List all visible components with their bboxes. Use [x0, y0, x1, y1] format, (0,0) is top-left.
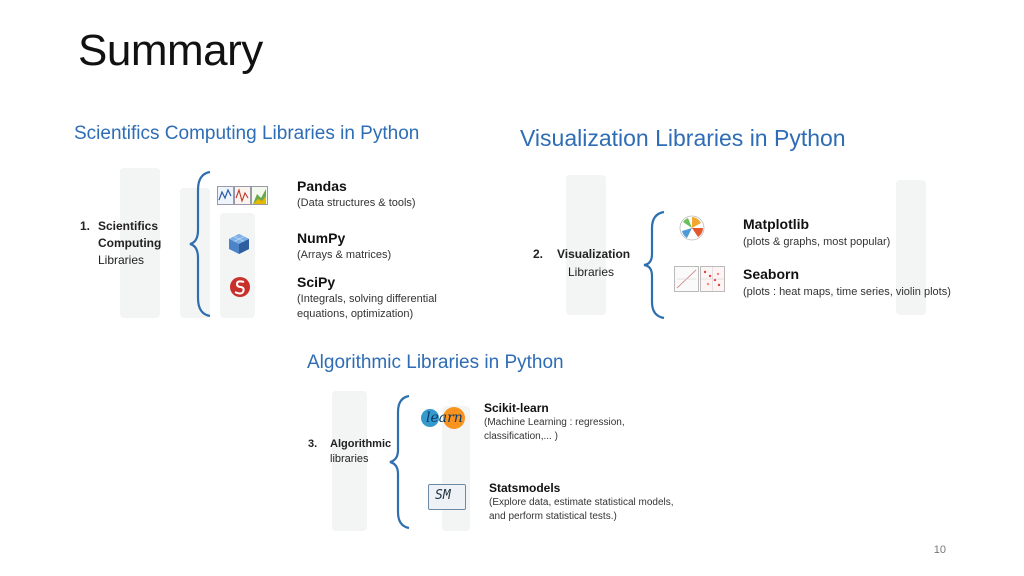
library-description: (plots : heat maps, time series, violin … [743, 286, 951, 298]
panel-heading: Scientifics Computing Libraries in Pytho… [74, 123, 420, 144]
sm-logo-icon: SM [428, 484, 466, 510]
library-description: (Machine Learning : regression, classifi… [484, 417, 625, 442]
category-line: Scientifics [98, 219, 159, 233]
cube-icon [229, 234, 249, 254]
algorithmic-panel: Algorithmic Libraries in Python 3. Algor… [302, 346, 676, 534]
library-name: NumPy [297, 230, 346, 246]
scatter-grid-icon [674, 266, 725, 292]
category-number: 3. [308, 438, 318, 450]
library-name: Statsmodels [489, 481, 561, 495]
category-line: Libraries [98, 253, 145, 267]
library-description: (Data structures & tools) [297, 197, 416, 209]
curly-brace-icon [389, 394, 410, 530]
chart-thumbnails-icon [217, 186, 268, 205]
category-line: Computing [98, 236, 162, 250]
sklearn-logo-text: learn [426, 410, 463, 426]
visualization-panel: Visualization Libraries in Python 2. Vis… [516, 120, 976, 320]
slide-title: Summary [78, 26, 263, 75]
page-number: 10 [933, 544, 946, 556]
library-description: (Explore data, estimate statistical mode… [489, 497, 674, 522]
panel-heading: Algorithmic Libraries in Python [307, 352, 564, 373]
curly-brace-icon [189, 170, 211, 318]
category-label: 2. Visualization Libraries [533, 246, 630, 279]
library-name: SciPy [297, 274, 336, 290]
scientific-computing-panel: Scientifics Computing Libraries in Pytho… [70, 118, 470, 328]
library-description: (plots & graphs, most popular) [743, 236, 891, 248]
polar-plot-icon [679, 215, 705, 241]
curly-brace-icon [643, 210, 665, 320]
category-line: Algorithmic [330, 438, 392, 450]
library-description: (Integrals, solving differential equatio… [297, 293, 437, 320]
sm-logo-text: SM [435, 488, 451, 503]
library-name: Seaborn [743, 266, 800, 282]
library-name: Matplotlib [743, 216, 810, 232]
category-line: Visualization [557, 247, 631, 261]
scipy-logo-icon [230, 277, 250, 297]
category-line: Libraries [568, 265, 615, 279]
library-name: Scikit-learn [484, 401, 549, 415]
library-description: (Arrays & matrices) [297, 249, 392, 261]
category-line: libraries [330, 453, 369, 465]
category-number: 2. [533, 247, 544, 261]
category-label: 3. Algorithmic libraries [308, 437, 391, 465]
sklearn-logo-icon: learn [420, 406, 472, 432]
panel-heading: Visualization Libraries in Python [520, 125, 846, 151]
category-label: 1. Scientifics Computing Libraries [80, 218, 161, 267]
library-name: Pandas [297, 178, 347, 194]
category-number: 1. [80, 219, 91, 233]
